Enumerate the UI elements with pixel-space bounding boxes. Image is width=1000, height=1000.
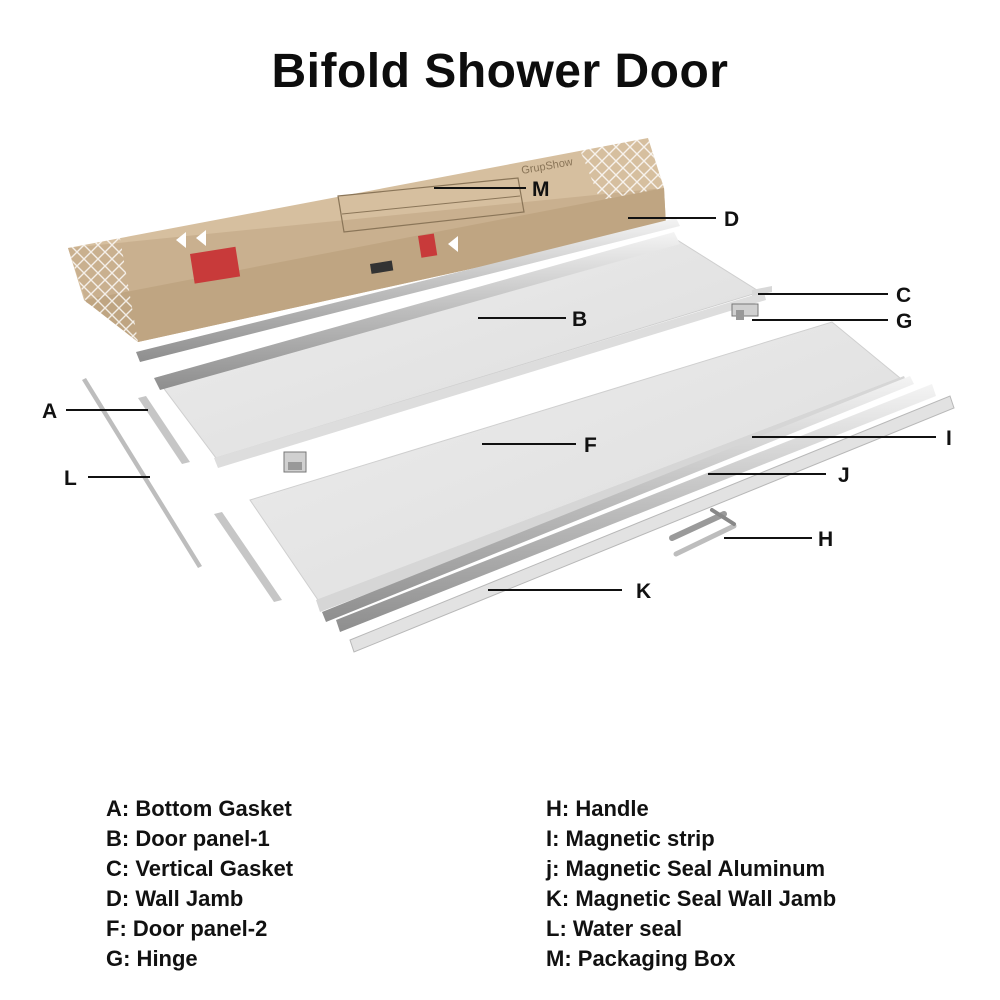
callout-d: D bbox=[724, 208, 739, 231]
door-panel-2 bbox=[249, 321, 908, 612]
callout-i: I bbox=[946, 427, 952, 450]
magnetic-seal-aluminum bbox=[336, 384, 936, 632]
bottom-gasket-2 bbox=[214, 512, 282, 602]
legend-right: H: Handle I: Magnetic strip j: Magnetic … bbox=[546, 794, 836, 974]
legend-left: A: Bottom Gasket B: Door panel-1 C: Vert… bbox=[106, 794, 293, 974]
legend-item-packaging-box: M: Packaging Box bbox=[546, 946, 736, 971]
box-pattern-right bbox=[580, 138, 664, 200]
legend-item-magnetic-strip: I: Magnetic strip bbox=[546, 826, 715, 851]
callout-l: L bbox=[64, 467, 77, 490]
vertical-gasket bbox=[752, 286, 772, 296]
legend-item-door-panel-2: F: Door panel-2 bbox=[106, 916, 268, 941]
legend-item-wall-jamb: D: Wall Jamb bbox=[106, 886, 244, 911]
magnetic-seal-wall-jamb bbox=[349, 395, 955, 653]
box-barcode bbox=[370, 260, 394, 274]
bottom-gasket-1 bbox=[138, 396, 190, 464]
hinge-top bbox=[731, 303, 759, 320]
legend-item-magnetic-seal-wall-jamb: K: Magnetic Seal Wall Jamb bbox=[546, 886, 837, 911]
legend-item-magnetic-seal-aluminum: j: Magnetic Seal Aluminum bbox=[546, 856, 826, 881]
hinge-bottom bbox=[283, 451, 307, 473]
box-red-tag bbox=[418, 233, 438, 258]
callout-b: B bbox=[572, 308, 587, 331]
callout-c: C bbox=[896, 284, 911, 307]
callout-k: K bbox=[636, 580, 651, 603]
legend-item-vertical-gasket: C: Vertical Gasket bbox=[106, 856, 294, 881]
packaging-box: GrupShow bbox=[68, 138, 666, 342]
box-arrow-icon bbox=[448, 236, 458, 252]
door-panel-1 bbox=[154, 232, 766, 468]
legend-item-handle: H: Handle bbox=[546, 796, 649, 821]
callout-m: M bbox=[532, 178, 550, 201]
callout-a: A bbox=[42, 400, 57, 423]
box-pattern-left bbox=[68, 238, 138, 342]
wall-jamb bbox=[136, 218, 680, 362]
callout-f: F bbox=[584, 434, 597, 457]
callout-g: G bbox=[896, 310, 912, 333]
box-red-label bbox=[190, 246, 241, 284]
callout-letters: M D C G B A F I L J H K bbox=[42, 178, 952, 603]
handle bbox=[669, 508, 737, 557]
leader-lines bbox=[66, 187, 936, 591]
callout-h: H bbox=[818, 528, 833, 551]
diagram-title: Bifold Shower Door bbox=[271, 45, 729, 98]
box-door-drawing bbox=[337, 177, 525, 233]
legend-item-door-panel-1: B: Door panel-1 bbox=[106, 826, 270, 851]
legend-item-water-seal: L: Water seal bbox=[546, 916, 683, 941]
water-seal bbox=[82, 378, 202, 568]
legend-item-hinge: G: Hinge bbox=[106, 946, 198, 971]
door-panel-1-top-rail bbox=[154, 232, 680, 390]
legend-item-bottom-gasket: A: Bottom Gasket bbox=[106, 796, 292, 821]
door-panel-2-bottom-edge bbox=[316, 376, 908, 612]
box-arrows-icon bbox=[176, 230, 206, 248]
door-panel-1-bottom-edge bbox=[214, 292, 766, 468]
callout-j: J bbox=[838, 464, 850, 487]
box-door-drawing-line bbox=[341, 195, 521, 215]
